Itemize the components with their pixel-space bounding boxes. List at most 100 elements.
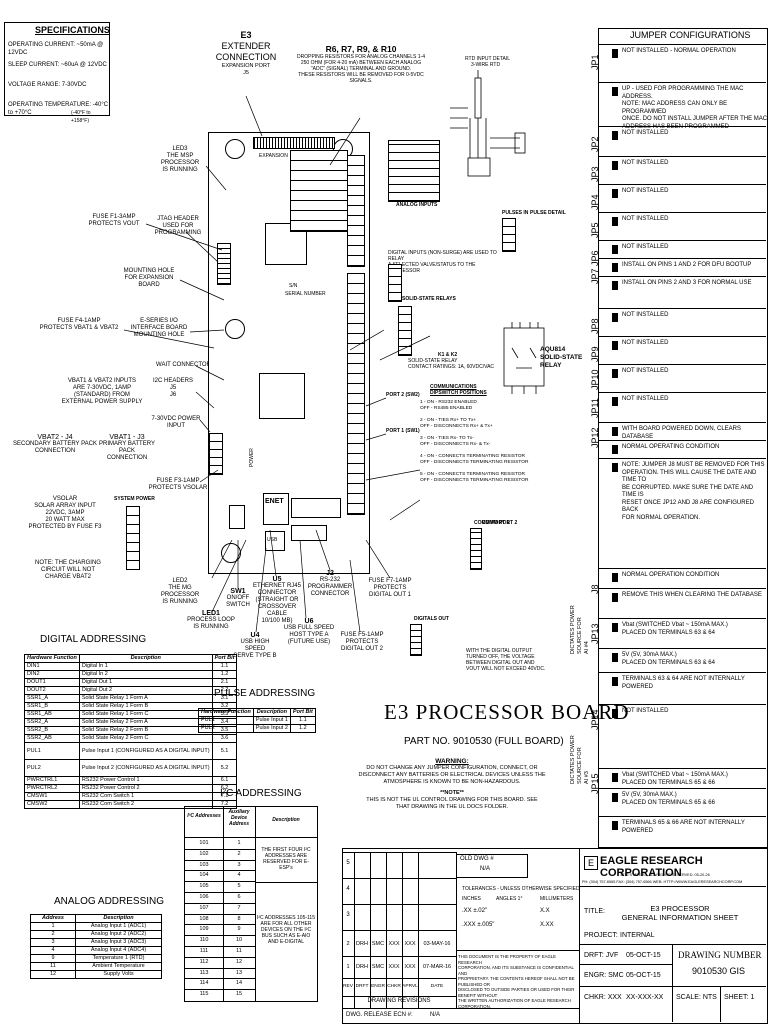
jumper-row-divider [598, 44, 766, 45]
warning-block: WARNING: DO NOT CHANGE ANY JUMPER CONFIG… [332, 758, 572, 811]
warning-title: WARNING: [435, 758, 469, 765]
digital-inputs-line-2: A SELECTED VALVE/STATUS TO THE PROCESSOR [388, 262, 476, 274]
u4-title: U4 [250, 632, 260, 639]
led2-line-1: THE MG PROCESSOR [160, 585, 200, 598]
jumper-row-divider [598, 440, 766, 441]
sw1-callout: SW1 ON/OFF SWITCH [218, 588, 258, 609]
jumper-symbol-icon [612, 263, 618, 272]
fuse-f5-callout: FUSE F5-1AMP PROTECTS DIGITAL OUT 2 [336, 632, 388, 653]
jumper-label: JP11 [590, 398, 600, 418]
company-divider-v [579, 848, 580, 1024]
i2c-header-divider [185, 837, 317, 838]
i2c-row-divider [185, 978, 255, 980]
cell: 104 [199, 872, 209, 879]
cell: 1.1 [289, 716, 316, 725]
jumper-row-divider [598, 704, 766, 705]
title-label: TITLE: [584, 908, 606, 915]
u4-callout: U4 USB HIGH SPEED SERVE TYPE B [230, 632, 280, 660]
fuse-f1-desc: PROTECTS VOUT [88, 221, 140, 227]
digital-out-note-3: BETWEEN DIGITAL OUT AND [466, 660, 535, 666]
warning-line-2: DISCONNECT ANY BATTERIES OR ELECTRICAL D… [358, 772, 546, 778]
specifications-title: SPECIFICATIONS [35, 25, 110, 35]
port1-label: PORT 1 (SW1) [386, 428, 420, 434]
k1k2-line-2: CONTACT RATINGS: 1A, 60VDC/VAC [408, 364, 495, 370]
cell: Pulse Input 1 (CONFIGURED AS A DIGITAL I… [78, 742, 213, 760]
cell: 1.1 [211, 662, 238, 671]
rev-grid-line [342, 852, 456, 853]
jumper-row-text: UP - USED FOR PROGRAMMING THE MAC ADDRES… [622, 86, 768, 131]
led1-callout: LED1 PROCESS LOOP IS RUNNING [186, 610, 236, 631]
i2c-row-divider [185, 967, 255, 969]
board-title: E3 PROCESSOR BOARD [384, 700, 630, 724]
i2c-row-divider [185, 956, 255, 958]
cell: 3.6 [211, 734, 238, 743]
rev-cell: 03-MAY-16 [423, 941, 451, 947]
tol-mm: MILLIMETERS [540, 896, 574, 902]
jumper-symbol-icon [612, 593, 618, 602]
cell: 5.2 [211, 759, 238, 777]
led1-line-2: IS RUNNING [193, 624, 229, 630]
old-dwg-box [456, 854, 528, 878]
jumper-row-text: 5V (5V, 30mA MAX.)PLACED ON TERMINALS 65… [622, 792, 715, 807]
jumper-text-line: INSTALL ON PINS 2 AND 3 FOR NORMAL USE [622, 280, 752, 286]
i2c-desc2-2: ARE FOR ALL OTHER [260, 921, 312, 927]
cell: 14 [235, 980, 243, 987]
jumper-text-line: PLACED ON TERMINALS 63 & 64 [622, 659, 715, 666]
u5-title: U5 [272, 576, 282, 583]
jumper-row-divider [598, 768, 766, 769]
jumper-symbol-icon [612, 369, 618, 378]
jumper-row-divider [598, 422, 766, 423]
i2c-desc2-3: DEVICES ON THE I²C [260, 927, 312, 933]
jumper-symbol-icon [612, 281, 618, 290]
jumper-row-text: NOT INSTALLED [622, 368, 668, 376]
mounting-hole [225, 139, 245, 159]
jtag-line-2: PROGRAMMING [154, 230, 202, 236]
u6-callout: U6 USB FULL SPEED HOST TYPE A (FUTURE US… [282, 618, 336, 646]
jumper-row-text: NORMAL OPERATION CONDITION [622, 572, 719, 580]
analog-inputs-label: ANALOG INPUTS [396, 202, 438, 208]
rev-grid-line [342, 904, 456, 905]
jumper-row-divider [598, 82, 766, 83]
jumper-symbol-icon [612, 49, 618, 58]
eseries-callout: E-SERIES I/O INTERFACE BOARD MOUNTING HO… [128, 318, 190, 339]
jumper-row-divider [598, 788, 766, 789]
cell: 111 [199, 948, 209, 954]
jumper-symbol-icon [612, 445, 618, 454]
jumper-row-text: NOTE: JUMPER J8 MUST BE REMOVED FOR THIS… [622, 462, 768, 522]
comm-title-2: DIPSWITCH POSITIONS [430, 390, 487, 396]
jumper-text-line: 5V (5V, 30mA MAX.) [622, 652, 677, 658]
power-input-callout: 7-30VDC POWER INPUT [146, 416, 206, 430]
cell: Digital Out 1 [78, 678, 213, 687]
cell: 8 [237, 915, 241, 922]
resistors-line-5: SIGNALS. [349, 78, 373, 84]
cell: Analog Input 4 (ADC4) [75, 946, 162, 955]
cell: 4 [237, 872, 241, 879]
jumper-label: JP4 [590, 194, 600, 210]
resistors-line-2: 250 OHM (FOR 4-20 mA) BETWEEN EACH ANALO… [300, 60, 422, 66]
jumper-symbol-icon [612, 623, 618, 632]
cell: PUL1 [24, 742, 80, 760]
e3-extender-callout: E3 EXTENDER CONNECTION EXPANSION PORT J5 [214, 30, 278, 77]
i2c-addressing-title: I²C ADDRESSING [220, 788, 302, 799]
rev-header: DATE [430, 984, 444, 989]
jtag-title: JTAG HEADER [157, 216, 199, 222]
i2c-row-divider [185, 892, 255, 893]
jumper-row-text: NOT INSTALLED [622, 216, 668, 224]
proprietary-note: THIS DOCUMENT IS THE PROPERTY OF EAGLE R… [458, 954, 578, 1009]
rev-grid-line [354, 852, 355, 1008]
note-line-2: THAT DRAWING IN THE UL DOCS FOLDER. [395, 804, 509, 810]
rev-grid-line [342, 956, 456, 957]
fuse-f7-line-1: PROTECTS [373, 585, 407, 591]
specifications-box: SPECIFICATIONS OPERATING CURRENT: ~50mA … [4, 22, 110, 124]
jumper-row-divider [598, 336, 766, 337]
spec-voltage-range: VOLTAGE RANGE: 7-30VDC [8, 82, 87, 88]
cell: 1.2 [211, 670, 238, 679]
cell: Solid State Relay 2 Form A [78, 718, 213, 727]
digital-inputs-terminal [388, 264, 402, 302]
jumper-symbol-icon [612, 573, 618, 582]
rev-cell: 1 [346, 964, 350, 970]
jumper-symbol-icon [612, 341, 618, 350]
